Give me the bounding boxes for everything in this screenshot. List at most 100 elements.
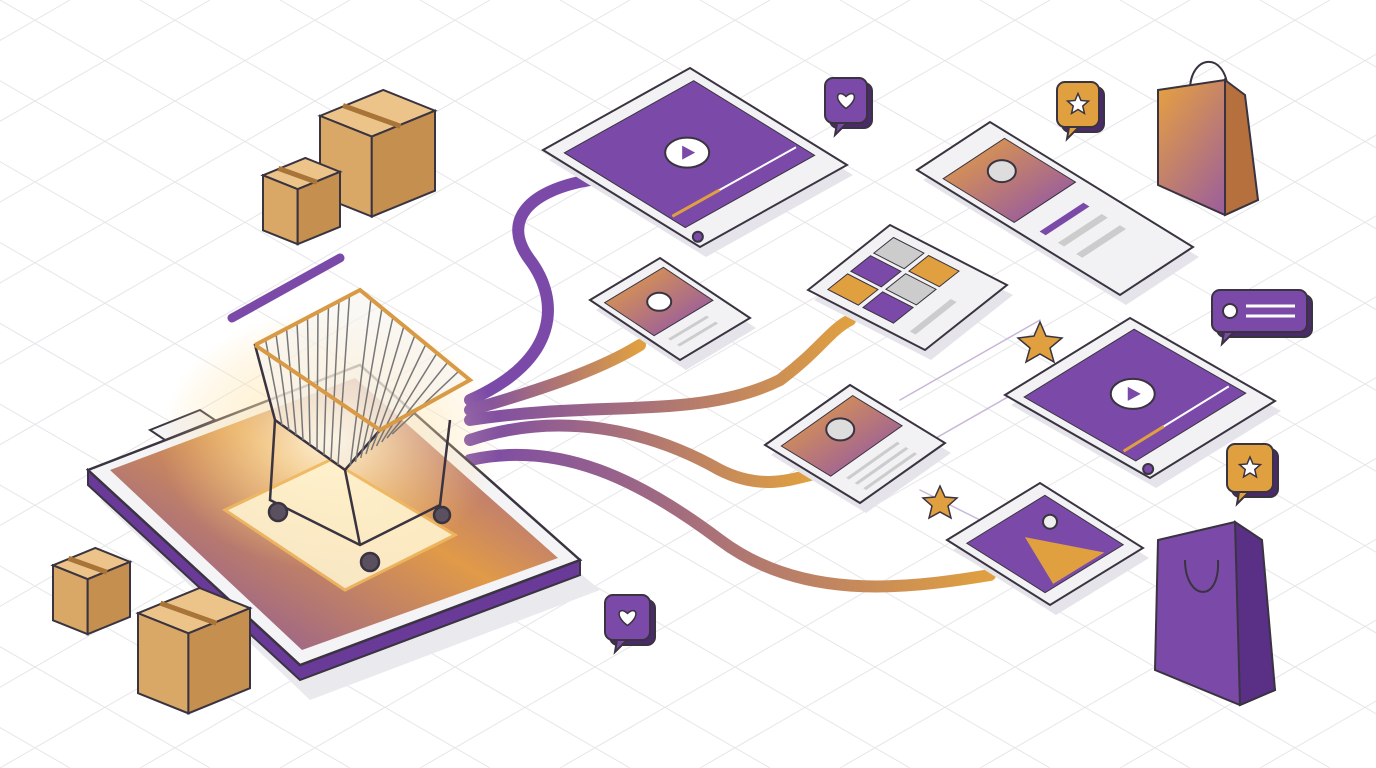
star-icon [1237, 455, 1263, 479]
box-tape [342, 103, 402, 129]
cart-wire [323, 306, 330, 456]
package-box-icon [317, 88, 438, 219]
connector-to-landscape-card [464, 448, 996, 593]
landscape-card-icon [945, 481, 1149, 615]
text-line [677, 321, 719, 347]
product-tile [872, 236, 925, 270]
avatar-dot [1142, 463, 1155, 476]
avatar-dot [1222, 303, 1238, 319]
grid-line [0, 0, 351, 203]
grid-line [839, 457, 1376, 768]
heart-bubble-icon [604, 594, 656, 655]
grid-line [1119, 619, 1376, 768]
progress-fill [1122, 425, 1165, 453]
text-line [668, 315, 710, 341]
cart-frame [268, 419, 452, 547]
play-triangle [682, 145, 696, 160]
grid-line [0, 0, 1191, 688]
cart-wire [330, 300, 340, 461]
text-line [1076, 225, 1127, 258]
image-card-icon [763, 383, 951, 513]
avatar-dot [691, 230, 704, 243]
heart-icon [836, 92, 856, 110]
grid-line [1259, 0, 1376, 68]
shopping-bag-icon [1157, 60, 1260, 217]
connector-to-grid-card [464, 314, 856, 426]
cart-wire [285, 328, 297, 436]
shopping-bag-icon [1153, 520, 1277, 707]
small-video-card-icon [588, 256, 756, 370]
glow-pad [221, 458, 459, 592]
star-icon [921, 484, 959, 520]
progress-fill [671, 188, 721, 218]
product-tile [849, 255, 902, 288]
connector-to-small-video [464, 339, 646, 416]
cart-wheel [432, 505, 452, 525]
product-tile [885, 273, 937, 306]
cart-wire [365, 325, 405, 455]
box-tape [277, 166, 318, 185]
connector-to-image-card [464, 419, 816, 488]
shopping-cart-icon [227, 253, 474, 573]
package-box-icon [50, 546, 133, 636]
cart-wire [360, 316, 394, 459]
package-box-icon [135, 586, 253, 715]
bubble-tail [1235, 491, 1252, 507]
cart-wire [275, 333, 290, 431]
star-icon [1016, 320, 1064, 364]
bubble-tail [1220, 331, 1237, 347]
box-side [187, 606, 251, 715]
text-line [909, 299, 957, 335]
star-icon [1065, 91, 1091, 115]
text-line [846, 441, 900, 480]
mountain-shape [1024, 537, 1105, 584]
grid-line [1259, 700, 1376, 768]
grid-line [0, 565, 351, 768]
package-box-icon [260, 156, 343, 246]
cart-wire [354, 307, 383, 463]
person-avatar-icon [825, 417, 856, 442]
profile-card-icon [915, 120, 1199, 305]
video-card-icon [541, 66, 853, 257]
play-button-icon [646, 291, 673, 312]
connector-to-video-card [464, 174, 596, 406]
box-side [296, 170, 341, 246]
heart-bubble-icon [824, 77, 873, 138]
bubble-face [1211, 289, 1308, 333]
message-bubble-icon [1211, 289, 1313, 347]
text-line [854, 446, 909, 485]
cart-wire [316, 311, 319, 451]
person-avatar-icon [986, 159, 1017, 184]
grid-line [0, 0, 771, 446]
video-card-icon [1003, 316, 1281, 488]
grid-line [0, 0, 491, 284]
cart-wire [296, 322, 304, 441]
grid-line [699, 377, 1376, 768]
cart-wire [337, 295, 351, 466]
cart-wire [349, 298, 372, 467]
cart-handle [227, 253, 345, 323]
play-triangle [1127, 386, 1141, 401]
grid-line [279, 134, 1376, 768]
sun-icon [1042, 513, 1059, 530]
cart-wire [381, 352, 438, 443]
star-bubble-icon [1056, 81, 1105, 142]
cart-wheel [267, 501, 289, 523]
box-tape [159, 600, 218, 626]
box-side [370, 109, 436, 219]
connector-lines [464, 174, 1041, 593]
heart-icon [618, 609, 637, 627]
grid-line [839, 0, 1376, 311]
text-line [1057, 214, 1108, 247]
box-side [86, 560, 131, 636]
bubble-tail [613, 639, 630, 655]
text-line [1039, 202, 1090, 236]
product-grid-card-icon [806, 223, 1013, 360]
product-tile [908, 254, 960, 288]
box-tape [67, 556, 108, 575]
cart-wire [386, 361, 449, 439]
bubble-tail [833, 122, 850, 138]
cart-wheel [359, 551, 381, 573]
star-bubble-icon [1226, 443, 1279, 507]
